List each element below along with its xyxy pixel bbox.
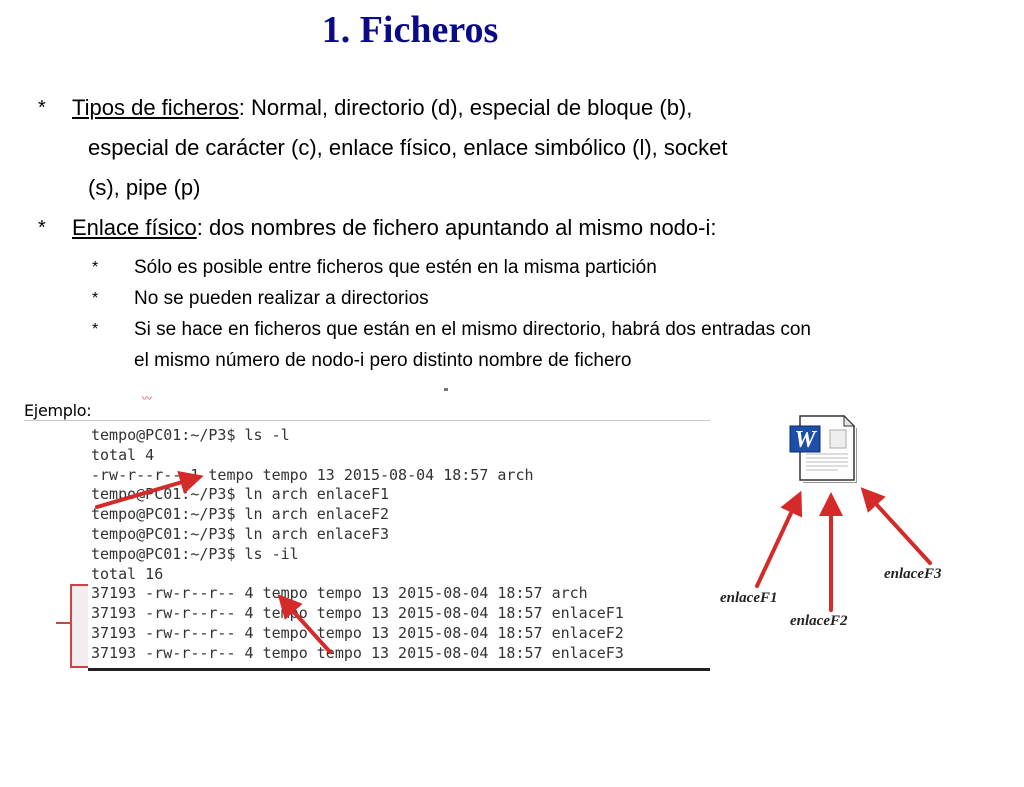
sub-bullet-text: Sólo es posible entre ficheros que estén… (134, 257, 657, 278)
spellcheck-squiggle: 〰 (142, 394, 152, 405)
terminal-line: total 16 (91, 564, 164, 583)
sub-bullet-mismo-directorio: * Si se hace en ficheros que están en el… (92, 314, 998, 376)
dot-mark (444, 388, 448, 391)
label-enlaceF1: enlaceF1 (720, 590, 778, 606)
terminal-line: tempo@PC01:~/P3$ ln arch enlaceF1 (91, 485, 390, 504)
example-label: Ejemplo: (24, 401, 92, 420)
bullet-text-tipos: : Normal, directorio (d), especial de bl… (238, 95, 693, 120)
bullet-lead-tipos: Tipos de ficheros (72, 95, 239, 120)
terminal-line: 37193 -rw-r--r-- 4 tempo tempo 13 2015-0… (91, 623, 624, 642)
sub-bullet-star: * (92, 321, 99, 338)
label-enlaceF3: enlaceF3 (884, 566, 942, 582)
terminal-line: tempo@PC01:~/P3$ ln arch enlaceF2 (91, 505, 390, 524)
sub-bullet-directorios: * No se pueden realizar a directorios (92, 283, 998, 314)
bullet-continuation-2: (s), pipe (p) (88, 175, 201, 200)
terminal-line: 37193 -rw-r--r-- 4 tempo tempo 13 2015-0… (91, 643, 624, 662)
terminal-line: -rw-r--r-- 1 tempo tempo 13 2015-08-04 1… (91, 465, 534, 484)
bullet-star: * (38, 97, 46, 119)
brace-bracket (70, 584, 88, 668)
sub-bullet-continuation: el mismo número de nodo-i pero distinto … (134, 350, 632, 371)
word-letter: W (794, 427, 817, 453)
terminal-line: tempo@PC01:~/P3$ ls -il (91, 544, 299, 563)
terminal-line: tempo@PC01:~/P3$ ls -l (91, 426, 290, 444)
sub-bullet-particion: * Sólo es posible entre ficheros que est… (92, 252, 998, 283)
word-document-icon: W (788, 414, 858, 491)
example-divider (24, 420, 710, 421)
sub-bullet-text: No se pueden realizar a directorios (134, 288, 429, 309)
slide-title: 1. Ficheros (321, 9, 499, 51)
bullet-enlace-fisico: * Enlace físico: dos nombres de fichero … (38, 208, 998, 248)
arrow-enlaceF3 (860, 487, 932, 565)
terminal-line: total 4 (91, 445, 155, 464)
sub-bullet-star: * (92, 259, 99, 276)
bullet-continuation-1: especial de carácter (c), enlace físico,… (88, 135, 728, 160)
label-enlaceF2: enlaceF2 (790, 613, 848, 629)
terminal-line: tempo@PC01:~/P3$ ln arch enlaceF3 (91, 524, 390, 543)
sub-bullet-text: Si se hace en ficheros que están en el m… (134, 319, 811, 340)
sub-bullet-star: * (92, 290, 99, 307)
terminal-output: tempo@PC01:~/P3$ ls -l total 4 -rw-r--r-… (88, 426, 710, 671)
bullet-list: * Tipos de ficheros: Normal, directorio … (38, 88, 998, 376)
terminal-line: 37193 -rw-r--r-- 4 tempo tempo 13 2015-0… (91, 604, 624, 623)
terminal-line: 37193 -rw-r--r-- 4 tempo tempo 13 2015-0… (91, 584, 588, 603)
bullet-text-enlace: : dos nombres de fichero apuntando al mi… (196, 215, 717, 240)
bullet-star: * (38, 217, 46, 239)
bullet-tipos-ficheros: * Tipos de ficheros: Normal, directorio … (38, 88, 998, 208)
brace-tip (56, 622, 70, 624)
arrow-enlaceF1 (755, 490, 803, 588)
bullet-lead-enlace: Enlace físico (72, 215, 197, 240)
